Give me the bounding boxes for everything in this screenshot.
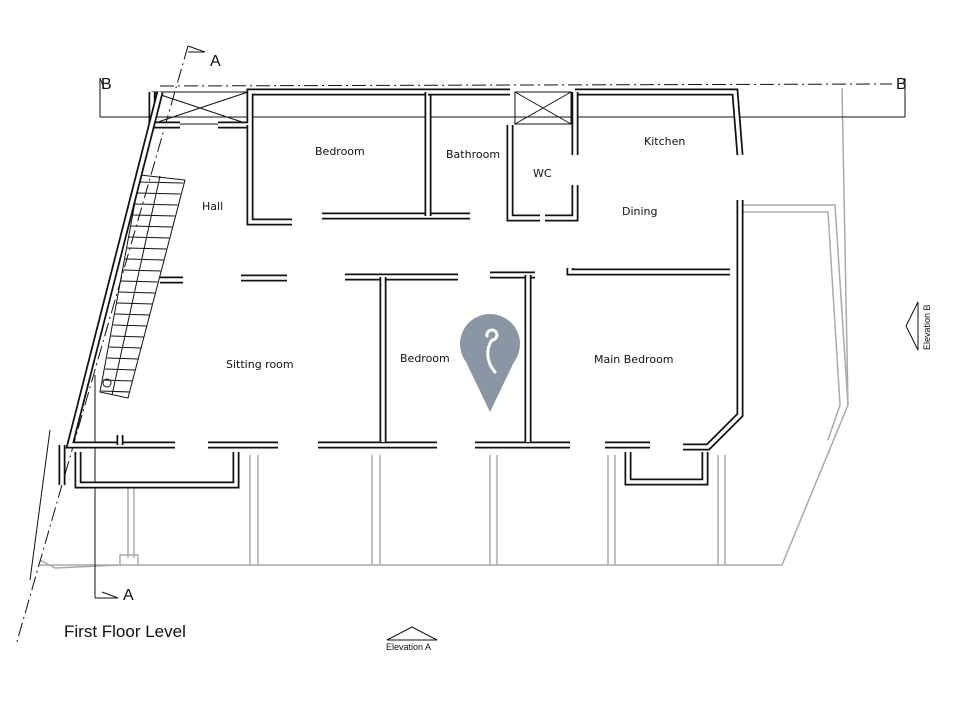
- stair-tread: [111, 335, 144, 338]
- stair-tread: [105, 368, 136, 371]
- wall-segment: [683, 200, 742, 449]
- room-label-bedroom: Bedroom: [315, 145, 365, 158]
- stair-tread: [132, 214, 175, 217]
- stair-tread: [117, 302, 153, 305]
- stair-tread: [136, 192, 181, 195]
- wall-segment: [67, 91, 175, 447]
- staircase: [99, 174, 186, 399]
- plan-title: First Floor Level: [64, 622, 186, 641]
- wall-segment: [545, 185, 579, 222]
- stair-tread: [122, 269, 161, 272]
- stair-tread: [128, 236, 170, 239]
- elevation-b-marker: Elevation B: [905, 301, 932, 351]
- stair-tread: [118, 291, 156, 294]
- wall-segment: [74, 452, 240, 489]
- map-pin-icon[interactable]: [460, 314, 520, 412]
- elevation-a-marker: Elevation A: [386, 626, 438, 652]
- room-label-hall: Hall: [202, 200, 223, 213]
- wall-segment: [683, 200, 744, 451]
- stair-tread: [101, 390, 130, 393]
- wall-segment: [568, 268, 730, 274]
- wall-segment: [575, 90, 742, 156]
- wall-segment: [218, 90, 430, 127]
- room-label-wc: WC: [533, 167, 552, 180]
- stair-tread: [109, 346, 142, 349]
- section-mark-b-left: B: [101, 76, 112, 93]
- section-mark-b-right: B: [896, 76, 907, 93]
- stair-tread: [130, 225, 172, 228]
- stair-tread: [120, 280, 158, 283]
- room-label-kitchen: Kitchen: [644, 135, 685, 148]
- stair-tread: [134, 203, 178, 206]
- room-label-sitting-room: Sitting room: [226, 358, 294, 371]
- wall-segment: [76, 452, 238, 487]
- section-lines: [15, 45, 906, 646]
- stair-tread: [126, 247, 167, 250]
- room-label-dining: Dining: [622, 205, 658, 218]
- stair-tread: [113, 324, 147, 327]
- stair-tread: [107, 357, 139, 360]
- room-label-main-bedroom: Main Bedroom: [594, 353, 674, 366]
- room-label-bathroom: Bathroom: [446, 148, 500, 161]
- wall-segment: [626, 452, 707, 484]
- elevation-b-label: Elevation B: [922, 304, 932, 350]
- wall-segment: [246, 125, 292, 226]
- wall-segment: [545, 185, 577, 220]
- room-label-bedroom-middle: Bedroom: [400, 352, 450, 365]
- wall-segment: [248, 125, 292, 224]
- walls: [58, 88, 744, 489]
- stair-tread: [124, 258, 164, 261]
- wall-segment: [508, 125, 540, 220]
- wall-segment: [624, 452, 709, 486]
- stair-tread: [138, 181, 184, 184]
- stair-tread: [103, 379, 133, 382]
- section-mark-a-top: A: [210, 53, 221, 70]
- courtyard-outline: [39, 87, 849, 569]
- section-mark-a-bottom: A: [123, 587, 134, 604]
- stair-tread: [115, 313, 150, 316]
- elevation-a-label: Elevation A: [386, 642, 431, 652]
- windows: [151, 91, 572, 125]
